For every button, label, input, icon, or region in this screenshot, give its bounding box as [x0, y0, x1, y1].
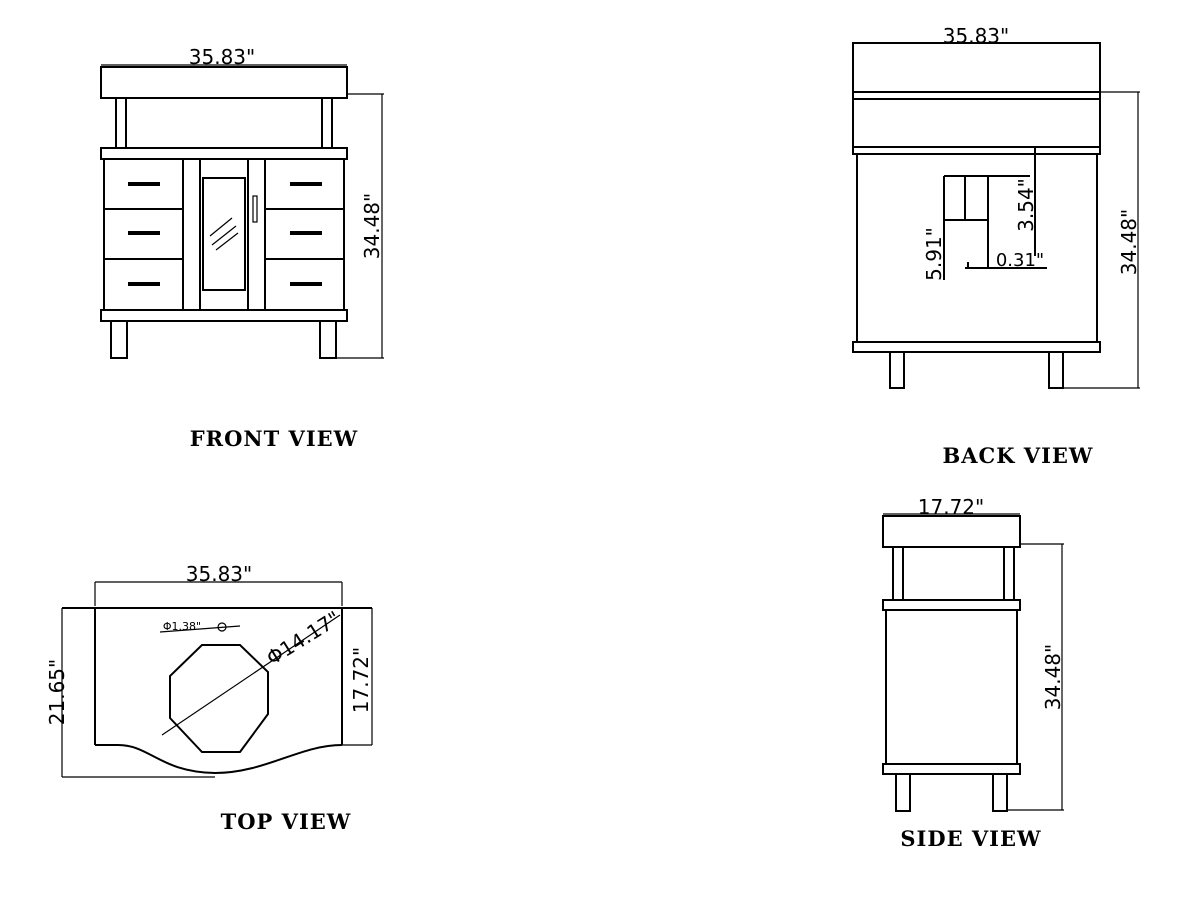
front-width-label: 35.83": [189, 45, 255, 69]
top-depth-label: 17.72": [349, 647, 373, 713]
side-countertop: [882, 515, 1021, 548]
back-width-label: 35.83": [943, 24, 1009, 48]
top-view-caption: TOP VIEW: [221, 809, 352, 834]
top-total-depth-label: 21.65": [45, 659, 69, 725]
back-panel: [856, 153, 1098, 343]
side-panel: [885, 609, 1018, 765]
back-view-caption: BACK VIEW: [942, 443, 1093, 468]
top-basin: [169, 644, 269, 753]
side-view-caption: SIDE VIEW: [900, 826, 1041, 851]
drawer-pull-icon: [128, 182, 160, 186]
back-cutout-offset-label: 0.31": [996, 250, 1044, 271]
top-front-curve: [95, 744, 343, 775]
front-height-label: 34.48": [360, 193, 384, 259]
front-door-handle: [252, 195, 258, 223]
top-width-label: 35.83": [186, 562, 252, 586]
back-cutout-upper-label: 3.54": [1014, 178, 1038, 232]
back-view: 35.83" 5.91" 3.54" 0.31" 34.48" BACK VIE…: [852, 24, 1141, 468]
top-basin-dia-label: Φ14.17": [262, 606, 344, 670]
back-cutout-height-label: 5.91": [922, 227, 946, 281]
top-faucet-hole-label: Φ1.38": [163, 620, 201, 633]
front-view: 35.83": [100, 45, 384, 451]
front-glass-panel: [202, 177, 246, 291]
top-view: 35.83" Φ14.17" Φ1.38" 21.65" 17.72" TOP …: [45, 562, 373, 834]
side-view: 17.72" 34.48" SIDE VIEW: [882, 495, 1065, 851]
front-view-caption: FRONT VIEW: [190, 426, 359, 451]
back-height-label: 34.48": [1117, 209, 1141, 275]
front-countertop: [100, 66, 348, 99]
side-height-label: 34.48": [1041, 644, 1065, 710]
faucet-hole-icon: [217, 622, 227, 632]
